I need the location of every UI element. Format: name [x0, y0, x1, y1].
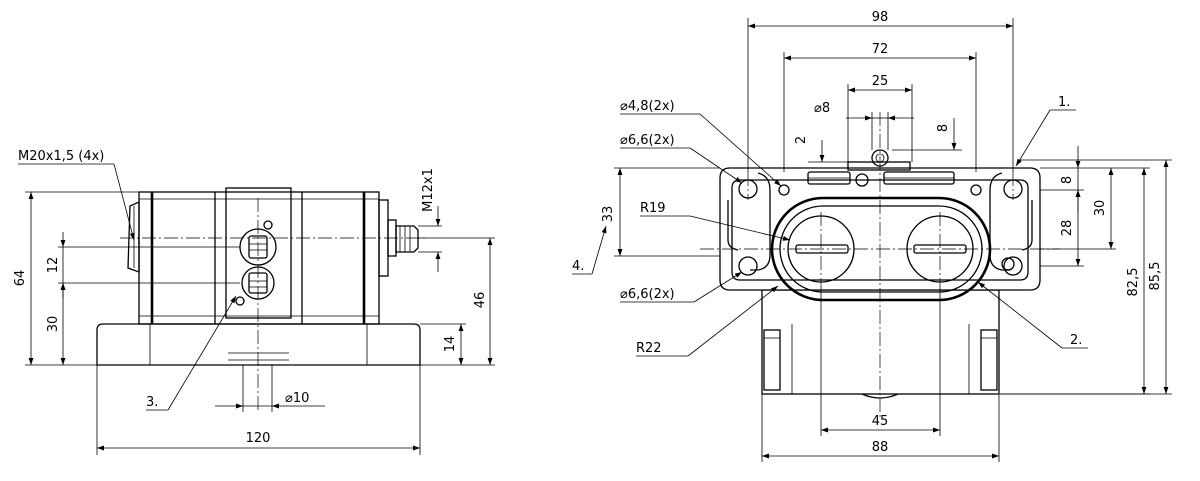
dim-dia10-label: ⌀10	[285, 391, 309, 406]
dim-33-label: 33	[601, 206, 616, 223]
dim-8-top-label: 8	[936, 124, 951, 132]
dim-12-label: 12	[46, 257, 61, 274]
callout-3: 3.	[146, 395, 158, 410]
dim-2-label: 2	[794, 136, 809, 144]
thread-m12-label: M12x1	[421, 168, 436, 212]
dim-72-label: 72	[872, 42, 889, 57]
hole-small-left	[778, 184, 790, 196]
lower-body	[761, 289, 1000, 395]
hole-bottom-left	[738, 256, 758, 276]
right-view: 98 72 25 ⌀8 2 8 33 8 28 30 82	[572, 10, 1172, 462]
left-view: 64 12 30 46 14 M12x1 120 ⌀10 M20x1,5 (4x…	[13, 149, 495, 455]
hole-bottom-right	[1003, 256, 1023, 276]
dim-8-right-label: 8	[1060, 176, 1075, 184]
dim-30-label: 30	[46, 316, 61, 333]
dim-dia8-label: ⌀8	[814, 101, 830, 116]
callout-1: 1.	[1058, 95, 1070, 110]
hole-small-right	[970, 184, 982, 196]
hole-large-top-label: ⌀6,6(2x)	[620, 133, 675, 148]
dim-64-label: 64	[13, 270, 28, 287]
dim-82-5-label: 82,5	[1126, 268, 1141, 297]
dim-120-label: 120	[246, 431, 271, 446]
dim-46-label: 46	[473, 292, 488, 309]
dim-28-label: 28	[1060, 220, 1075, 237]
dim-85-5-label: 85,5	[1148, 262, 1163, 291]
dim-88-label: 88	[872, 440, 889, 455]
center-block	[225, 187, 292, 319]
callout-2: 2.	[1070, 333, 1082, 348]
dim-14-label: 14	[443, 336, 458, 353]
radius-22-label: R22	[636, 341, 662, 356]
cable-gland-left	[127, 200, 140, 273]
thread-m20-label: M20x1,5 (4x)	[18, 149, 104, 164]
hole-small-label: ⌀4,8(2x)	[620, 99, 675, 114]
radius-19-label: R19	[640, 201, 666, 216]
callout-4: 4.	[572, 259, 584, 274]
hole-large-bottom-label: ⌀6,6(2x)	[620, 287, 675, 302]
dim-45-label: 45	[872, 414, 889, 429]
dim-98-label: 98	[872, 10, 889, 25]
dim-25-label: 25	[872, 74, 889, 89]
base-plate	[96, 323, 421, 366]
dim-30-right-label: 30	[1093, 200, 1108, 217]
